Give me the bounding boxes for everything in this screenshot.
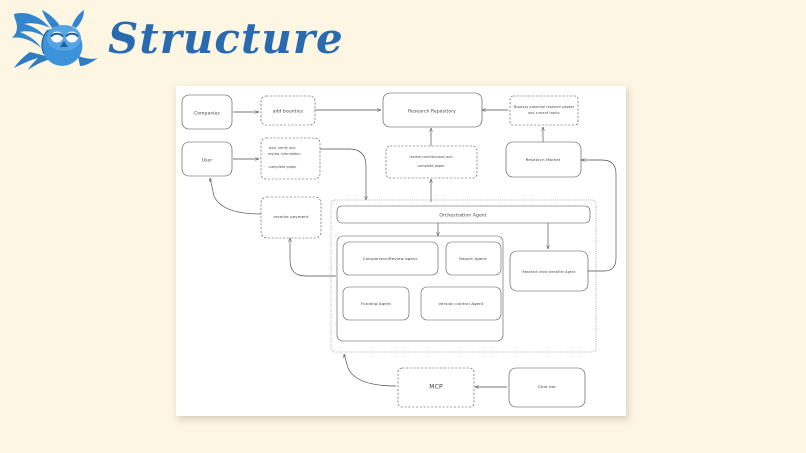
edge-mcp-to-agents [344,354,397,387]
diagram-canvas: Companies add bounties Research Reposito… [176,86,626,416]
node-label-chat-bot: Chat bot [538,384,556,389]
node-review-contributions[interactable]: review contributions and complete paper [385,145,478,179]
agent-system-container [330,199,597,353]
node-label-research-repository: Research Repository [408,109,456,115]
node-label-research-market: Research Market [526,157,561,162]
node-label-displays-papers-line2: and current topics [528,111,560,115]
node-verify-information[interactable]: -add, verify and review information -com… [260,137,321,180]
node-label-mcp: MCP [429,384,443,391]
node-companies[interactable]: Companies [181,94,233,130]
node-label-orchestration: Orchestration Agent [439,213,486,219]
node-orchestration-agent[interactable]: Orchestration Agent [336,205,591,224]
edge-layer [210,110,617,387]
node-funding-agent[interactable]: Funding Agent [342,286,410,321]
node-add-bounties[interactable]: add bounties [260,95,316,126]
node-label-funding-agent: Funding Agent [361,301,391,306]
node-label-review-line1: review contributions and [409,155,452,159]
node-label-area-identifier: Research area identifier Agent [522,270,576,274]
node-label-receive-payment: receive payment [273,214,308,219]
node-research-area-identifier-agent[interactable]: Research area identifier Agent [509,250,589,292]
node-research-market[interactable]: Research Market [505,141,582,178]
node-displays-papers[interactable]: Displays potential research papers and c… [509,95,579,126]
node-user[interactable]: User [181,141,233,177]
node-mcp[interactable]: MCP [397,367,475,408]
node-label-review-line2: complete paper [417,164,445,168]
edge-payment-to-user [210,178,262,215]
owl-logo-icon [8,6,104,72]
node-label-report-agent: Report Agent [459,256,487,261]
node-label-verify-line1: -add, verify and [268,146,296,150]
node-label-companies: Companies [194,111,220,117]
edge-area-to-market [581,160,617,272]
node-version-control-agent[interactable]: Version control Agent [420,286,502,321]
node-label-user: User [202,158,213,164]
node-label-add-bounties: add bounties [273,109,304,115]
node-receive-payment[interactable]: receive payment [260,196,322,239]
node-label-displays-papers-line1: Displays potential research papers [514,105,575,109]
node-report-agent[interactable]: Report Agent [445,241,502,276]
node-comparison-review-agent[interactable]: Comparison/Review agent [342,241,439,276]
node-label-comparison-agent: Comparison/Review agent [363,256,418,261]
edge-inner-to-payment [290,238,336,277]
page-title: Structure [108,14,344,63]
node-label-verify-line2: review information [268,152,301,156]
node-label-version-agent: Version control Agent [439,301,484,306]
node-research-repository[interactable]: Research Repository [382,92,483,128]
structure-flowchart: Companies add bounties Research Reposito… [181,92,617,408]
edge-verify-to-agents [320,148,366,200]
node-chat-bot[interactable]: Chat bot [508,367,586,408]
node-label-verify-line3: -complete paper [268,165,297,169]
page-header: Structure [0,0,806,85]
